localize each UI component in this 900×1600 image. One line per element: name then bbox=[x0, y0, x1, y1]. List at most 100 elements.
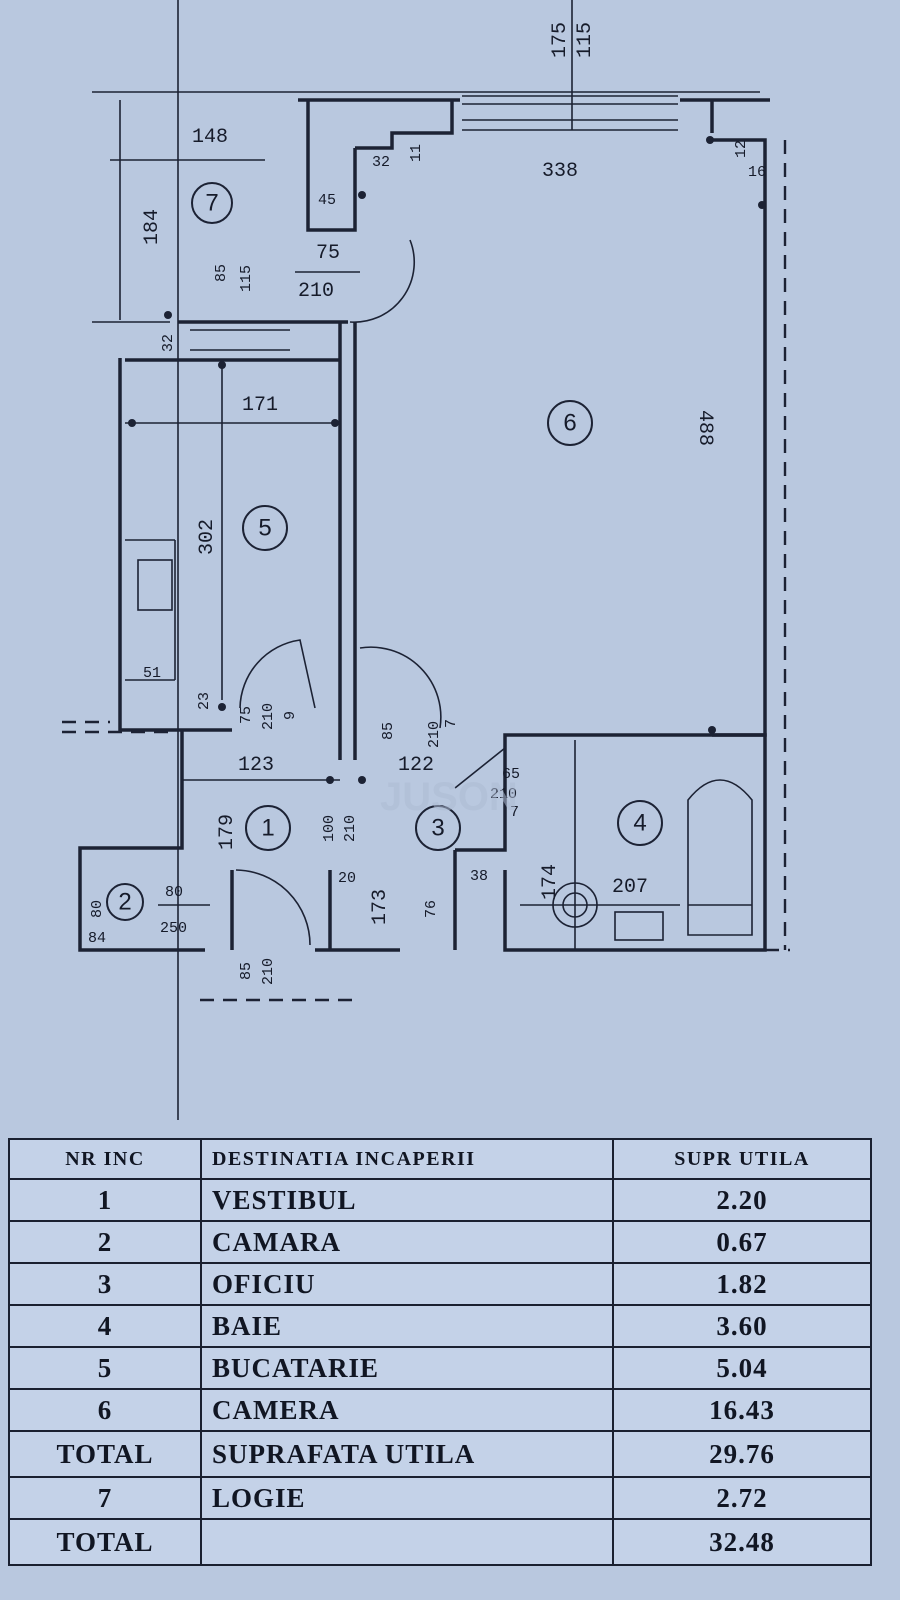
room-label-3: 3 bbox=[431, 815, 444, 842]
dim-12: 12 bbox=[733, 140, 750, 158]
row-room-name: CAMARA bbox=[200, 1220, 614, 1264]
dim-kitchen-width: 171 bbox=[242, 394, 278, 417]
dim-84: 84 bbox=[88, 930, 106, 947]
row-number: 5 bbox=[8, 1346, 202, 1390]
dim-cam2-80: 80 bbox=[165, 884, 183, 901]
row-area: 32.48 bbox=[612, 1518, 872, 1566]
dim-door-210-a: 210 bbox=[298, 280, 334, 303]
table-row: 6 CAMERA 16.43 bbox=[8, 1388, 872, 1432]
row-area: 1.82 bbox=[612, 1262, 872, 1306]
room-area-table: NR INC DESTINATIA INCAPERII SUPR UTILA 1… bbox=[8, 1138, 872, 1566]
row-area: 5.04 bbox=[612, 1346, 872, 1390]
dim-room6-width: 338 bbox=[542, 160, 578, 183]
dim-cam2-250: 250 bbox=[160, 920, 187, 937]
row-room-name bbox=[200, 1518, 614, 1566]
row-number: 7 bbox=[8, 1476, 202, 1520]
dim-45: 45 bbox=[318, 192, 336, 209]
dim-51: 51 bbox=[143, 665, 161, 682]
dim-bath-207: 207 bbox=[612, 876, 648, 899]
dim-kitchen-depth: 302 bbox=[196, 519, 219, 555]
dim-7-office: 7 bbox=[443, 719, 460, 728]
room-label-7: 7 bbox=[205, 190, 218, 217]
table-row: 3 OFICIU 1.82 bbox=[8, 1262, 872, 1306]
row-number: TOTAL bbox=[8, 1518, 202, 1566]
row-room-name: OFICIU bbox=[200, 1262, 614, 1306]
dim-38: 38 bbox=[470, 868, 488, 885]
room-label-4: 4 bbox=[633, 810, 646, 837]
dim-vdoor-210: 210 bbox=[342, 815, 359, 842]
header-supr-utila: SUPR UTILA bbox=[612, 1138, 872, 1180]
room-markers: 7 5 6 1 3 4 2 bbox=[106, 182, 663, 921]
room-label-5: 5 bbox=[258, 515, 271, 542]
row-room-name: CAMERA bbox=[200, 1388, 614, 1432]
dim-vdoor-100: 100 bbox=[321, 815, 338, 842]
dim-vest-width: 123 bbox=[238, 754, 274, 777]
dim-bdoor-7: 7 bbox=[510, 804, 519, 821]
table-row-grand-total: TOTAL 32.48 bbox=[8, 1518, 872, 1566]
floor-plan: 7 5 6 1 3 4 2 175 115 148 184 32 11 45 3… bbox=[62, 0, 790, 1120]
dim-office-173: 173 bbox=[369, 889, 392, 925]
row-room-name: LOGIE bbox=[200, 1476, 614, 1520]
header-destinatia: DESTINATIA INCAPERII bbox=[200, 1138, 614, 1180]
door-swings bbox=[235, 239, 506, 946]
row-area: 29.76 bbox=[612, 1430, 872, 1478]
table-row: 2 CAMARA 0.67 bbox=[8, 1220, 872, 1264]
room-label-2: 2 bbox=[118, 889, 131, 916]
row-number: 1 bbox=[8, 1178, 202, 1222]
table-header-row: NR INC DESTINATIA INCAPERII SUPR UTILA bbox=[8, 1138, 872, 1180]
dim-85-top: 85 bbox=[213, 264, 230, 282]
table-row: 1 VESTIBUL 2.20 bbox=[8, 1178, 872, 1222]
dim-210-office: 210 bbox=[426, 721, 443, 748]
room-label-6: 6 bbox=[563, 410, 576, 437]
dimension-labels: 175 115 148 184 32 11 45 338 12 16 75 21… bbox=[88, 22, 766, 985]
dim-80-side: 80 bbox=[89, 900, 106, 918]
axis-lines bbox=[92, 0, 760, 1120]
row-number: 6 bbox=[8, 1388, 202, 1432]
dim-115-logia: 115 bbox=[238, 265, 255, 292]
row-number: TOTAL bbox=[8, 1430, 202, 1478]
dim-logia-width: 148 bbox=[192, 126, 228, 149]
dim-logia-depth: 184 bbox=[141, 209, 164, 245]
row-area: 0.67 bbox=[612, 1220, 872, 1264]
dim-kdoor-210: 210 bbox=[260, 703, 277, 730]
dim-16: 16 bbox=[748, 164, 766, 181]
dim-85-office: 85 bbox=[380, 722, 397, 740]
dim-20: 20 bbox=[338, 870, 356, 887]
dim-76: 76 bbox=[423, 900, 440, 918]
dim-edoor-85: 85 bbox=[238, 962, 255, 980]
dim-office-width: 122 bbox=[398, 754, 434, 777]
table-row: 5 BUCATARIE 5.04 bbox=[8, 1346, 872, 1390]
dim-room6-depth: 488 bbox=[693, 410, 716, 446]
dimension-dots bbox=[128, 136, 766, 784]
dim-bdoor-65: 65 bbox=[502, 766, 520, 783]
row-number: 3 bbox=[8, 1262, 202, 1306]
dim-top-175: 175 bbox=[549, 22, 572, 58]
dim-32-left: 32 bbox=[160, 334, 177, 352]
dim-edoor-210: 210 bbox=[260, 958, 277, 985]
dim-top-115: 115 bbox=[574, 22, 597, 58]
dim-11: 11 bbox=[408, 144, 425, 162]
row-number: 2 bbox=[8, 1220, 202, 1264]
watermark-text: JUSON bbox=[380, 775, 518, 819]
dim-vest-depth: 179 bbox=[216, 814, 239, 850]
table-row-total-useful: TOTAL SUPRAFATA UTILA 29.76 bbox=[8, 1430, 872, 1478]
row-number: 4 bbox=[8, 1304, 202, 1348]
row-area: 2.72 bbox=[612, 1476, 872, 1520]
row-area: 16.43 bbox=[612, 1388, 872, 1432]
dim-bdoor-210: 210 bbox=[490, 786, 517, 803]
row-room-name: BAIE bbox=[200, 1304, 614, 1348]
dim-kdoor-9: 9 bbox=[282, 711, 299, 720]
row-room-name: VESTIBUL bbox=[200, 1178, 614, 1222]
dim-door-75: 75 bbox=[316, 242, 340, 265]
room-label-1: 1 bbox=[261, 815, 274, 842]
header-nr-inc: NR INC bbox=[8, 1138, 202, 1180]
dim-bath-174: 174 bbox=[539, 864, 562, 900]
row-room-name: BUCATARIE bbox=[200, 1346, 614, 1390]
dim-23: 23 bbox=[196, 692, 213, 710]
row-room-name: SUPRAFATA UTILA bbox=[200, 1430, 614, 1478]
table-row: 4 BAIE 3.60 bbox=[8, 1304, 872, 1348]
table-row: 7 LOGIE 2.72 bbox=[8, 1476, 872, 1520]
row-area: 2.20 bbox=[612, 1178, 872, 1222]
dim-kdoor-75: 75 bbox=[238, 706, 255, 724]
row-area: 3.60 bbox=[612, 1304, 872, 1348]
